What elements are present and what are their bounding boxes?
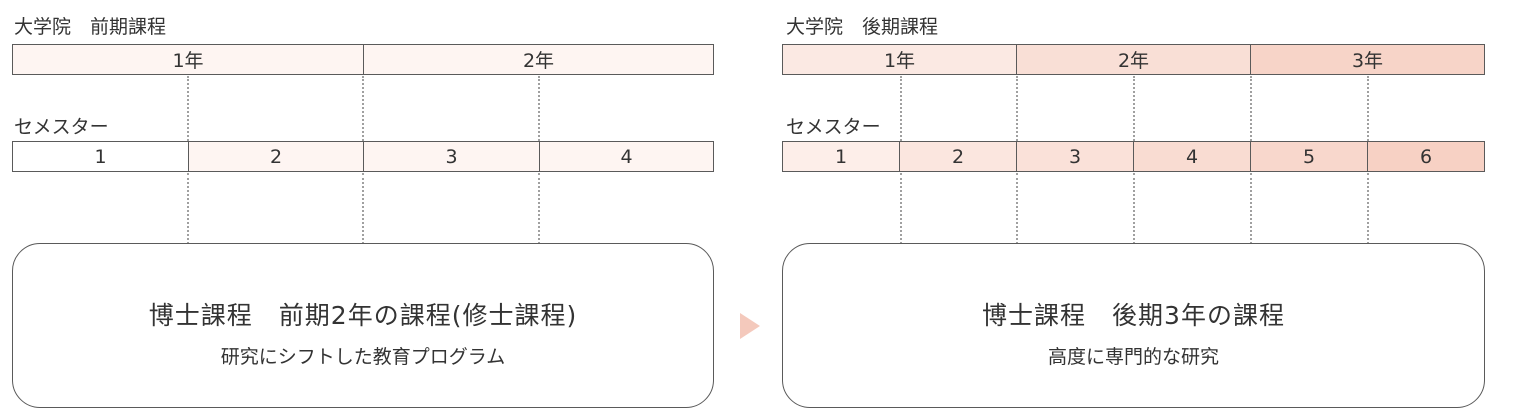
doctor-year-1: 1年: [782, 44, 1017, 75]
master-title: 大学院 前期課程: [14, 16, 167, 38]
doctor-divider-3: [1133, 76, 1135, 141]
doctor-divider-1b: [900, 173, 902, 244]
doctor-semester-label: セメスター: [786, 116, 881, 138]
doctor-year-bar: 1年 2年 3年: [782, 44, 1485, 75]
master-divider-2b: [362, 173, 364, 244]
master-year-bar: 1年 2年: [12, 44, 714, 75]
doctor-semester-bar: 1 2 3 4 5 6: [782, 141, 1485, 172]
doctor-year-2: 2年: [1016, 44, 1251, 75]
doctor-program-box: 博士課程 後期3年の課程 高度に専門的な研究: [782, 243, 1485, 408]
doctor-program-title: 博士課程 後期3年の課程: [982, 301, 1285, 330]
doctor-divider-1: [900, 76, 902, 141]
doctor-divider-2: [1016, 76, 1018, 141]
doctor-semester-2: 2: [899, 141, 1017, 172]
doctor-semester-4: 4: [1133, 141, 1251, 172]
doctor-semester-3: 3: [1016, 141, 1134, 172]
master-semester-bar: 1 2 3 4: [12, 141, 714, 172]
doctor-divider-4: [1250, 76, 1252, 141]
doctor-divider-5: [1367, 76, 1369, 141]
doctor-semester-1: 1: [782, 141, 900, 172]
doctor-semester-6: 6: [1367, 141, 1485, 172]
master-divider-2: [362, 76, 364, 141]
doctor-semester-5: 5: [1250, 141, 1368, 172]
master-divider-3: [538, 76, 540, 141]
master-semester-2: 2: [188, 141, 364, 172]
master-divider-1: [187, 76, 189, 141]
doctor-divider-2b: [1016, 173, 1018, 244]
master-divider-3b: [538, 173, 540, 244]
doctor-title: 大学院 後期課程: [786, 16, 939, 38]
master-program-title: 博士課程 前期2年の課程(修士課程): [148, 301, 578, 330]
master-semester-label: セメスター: [14, 116, 109, 138]
doctor-program-subtitle: 高度に専門的な研究: [1047, 346, 1219, 368]
doctor-divider-3b: [1133, 173, 1135, 244]
master-semester-3: 3: [363, 141, 540, 172]
doctor-divider-4b: [1250, 173, 1252, 244]
master-year-1: 1年: [12, 44, 364, 75]
master-year-2: 2年: [363, 44, 714, 75]
doctor-divider-5b: [1367, 173, 1369, 244]
triangle-right-icon: [740, 313, 760, 339]
master-program-box: 博士課程 前期2年の課程(修士課程) 研究にシフトした教育プログラム: [12, 243, 714, 408]
doctor-year-3: 3年: [1250, 44, 1485, 75]
master-semester-1: 1: [12, 141, 189, 172]
master-program-subtitle: 研究にシフトした教育プログラム: [220, 346, 506, 368]
master-divider-1b: [187, 173, 189, 244]
master-semester-4: 4: [539, 141, 714, 172]
